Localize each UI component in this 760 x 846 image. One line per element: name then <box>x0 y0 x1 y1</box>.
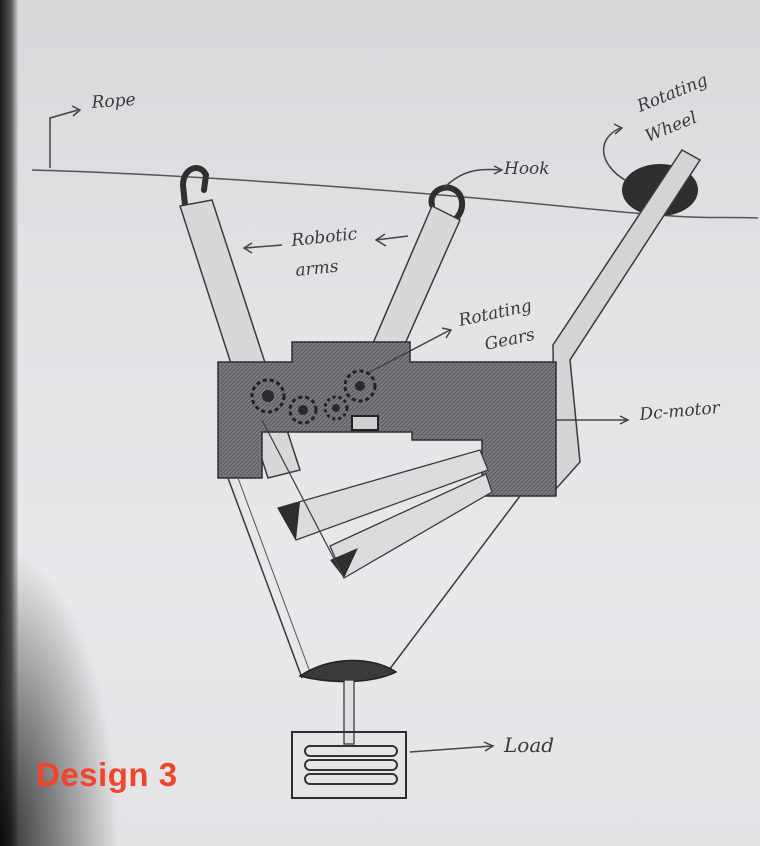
robotic-arms-label-line1: Robotic <box>289 224 358 251</box>
rotating-wheel-label-line2: Wheel <box>642 108 700 147</box>
wheel-pointer-arrow <box>604 128 625 180</box>
dc-motor <box>352 416 378 430</box>
load-coils <box>305 746 397 784</box>
rotating-gears-label-line2: Gears <box>483 325 537 355</box>
rotating-gears-label-line1: Rotating <box>456 296 534 331</box>
rotating-wheel-label-line1: Rotating <box>633 70 710 117</box>
rope-pointer-arrow <box>50 110 78 168</box>
load-rod <box>344 680 354 744</box>
robotic-arms-arrow-left <box>245 245 282 248</box>
left-hook <box>183 168 206 205</box>
load-label: Load <box>503 733 554 757</box>
design-title: Design 3 <box>36 756 178 794</box>
rope-label: Rope <box>90 90 136 113</box>
dc-motor-label: Dc-motor <box>638 398 722 425</box>
load-pulley-plate <box>300 660 396 681</box>
robotic-arms-label-line2: arms <box>294 257 339 281</box>
hook-pointer-arrow <box>444 170 500 188</box>
load-pointer <box>410 746 492 752</box>
hook-label: Hook <box>503 159 550 179</box>
